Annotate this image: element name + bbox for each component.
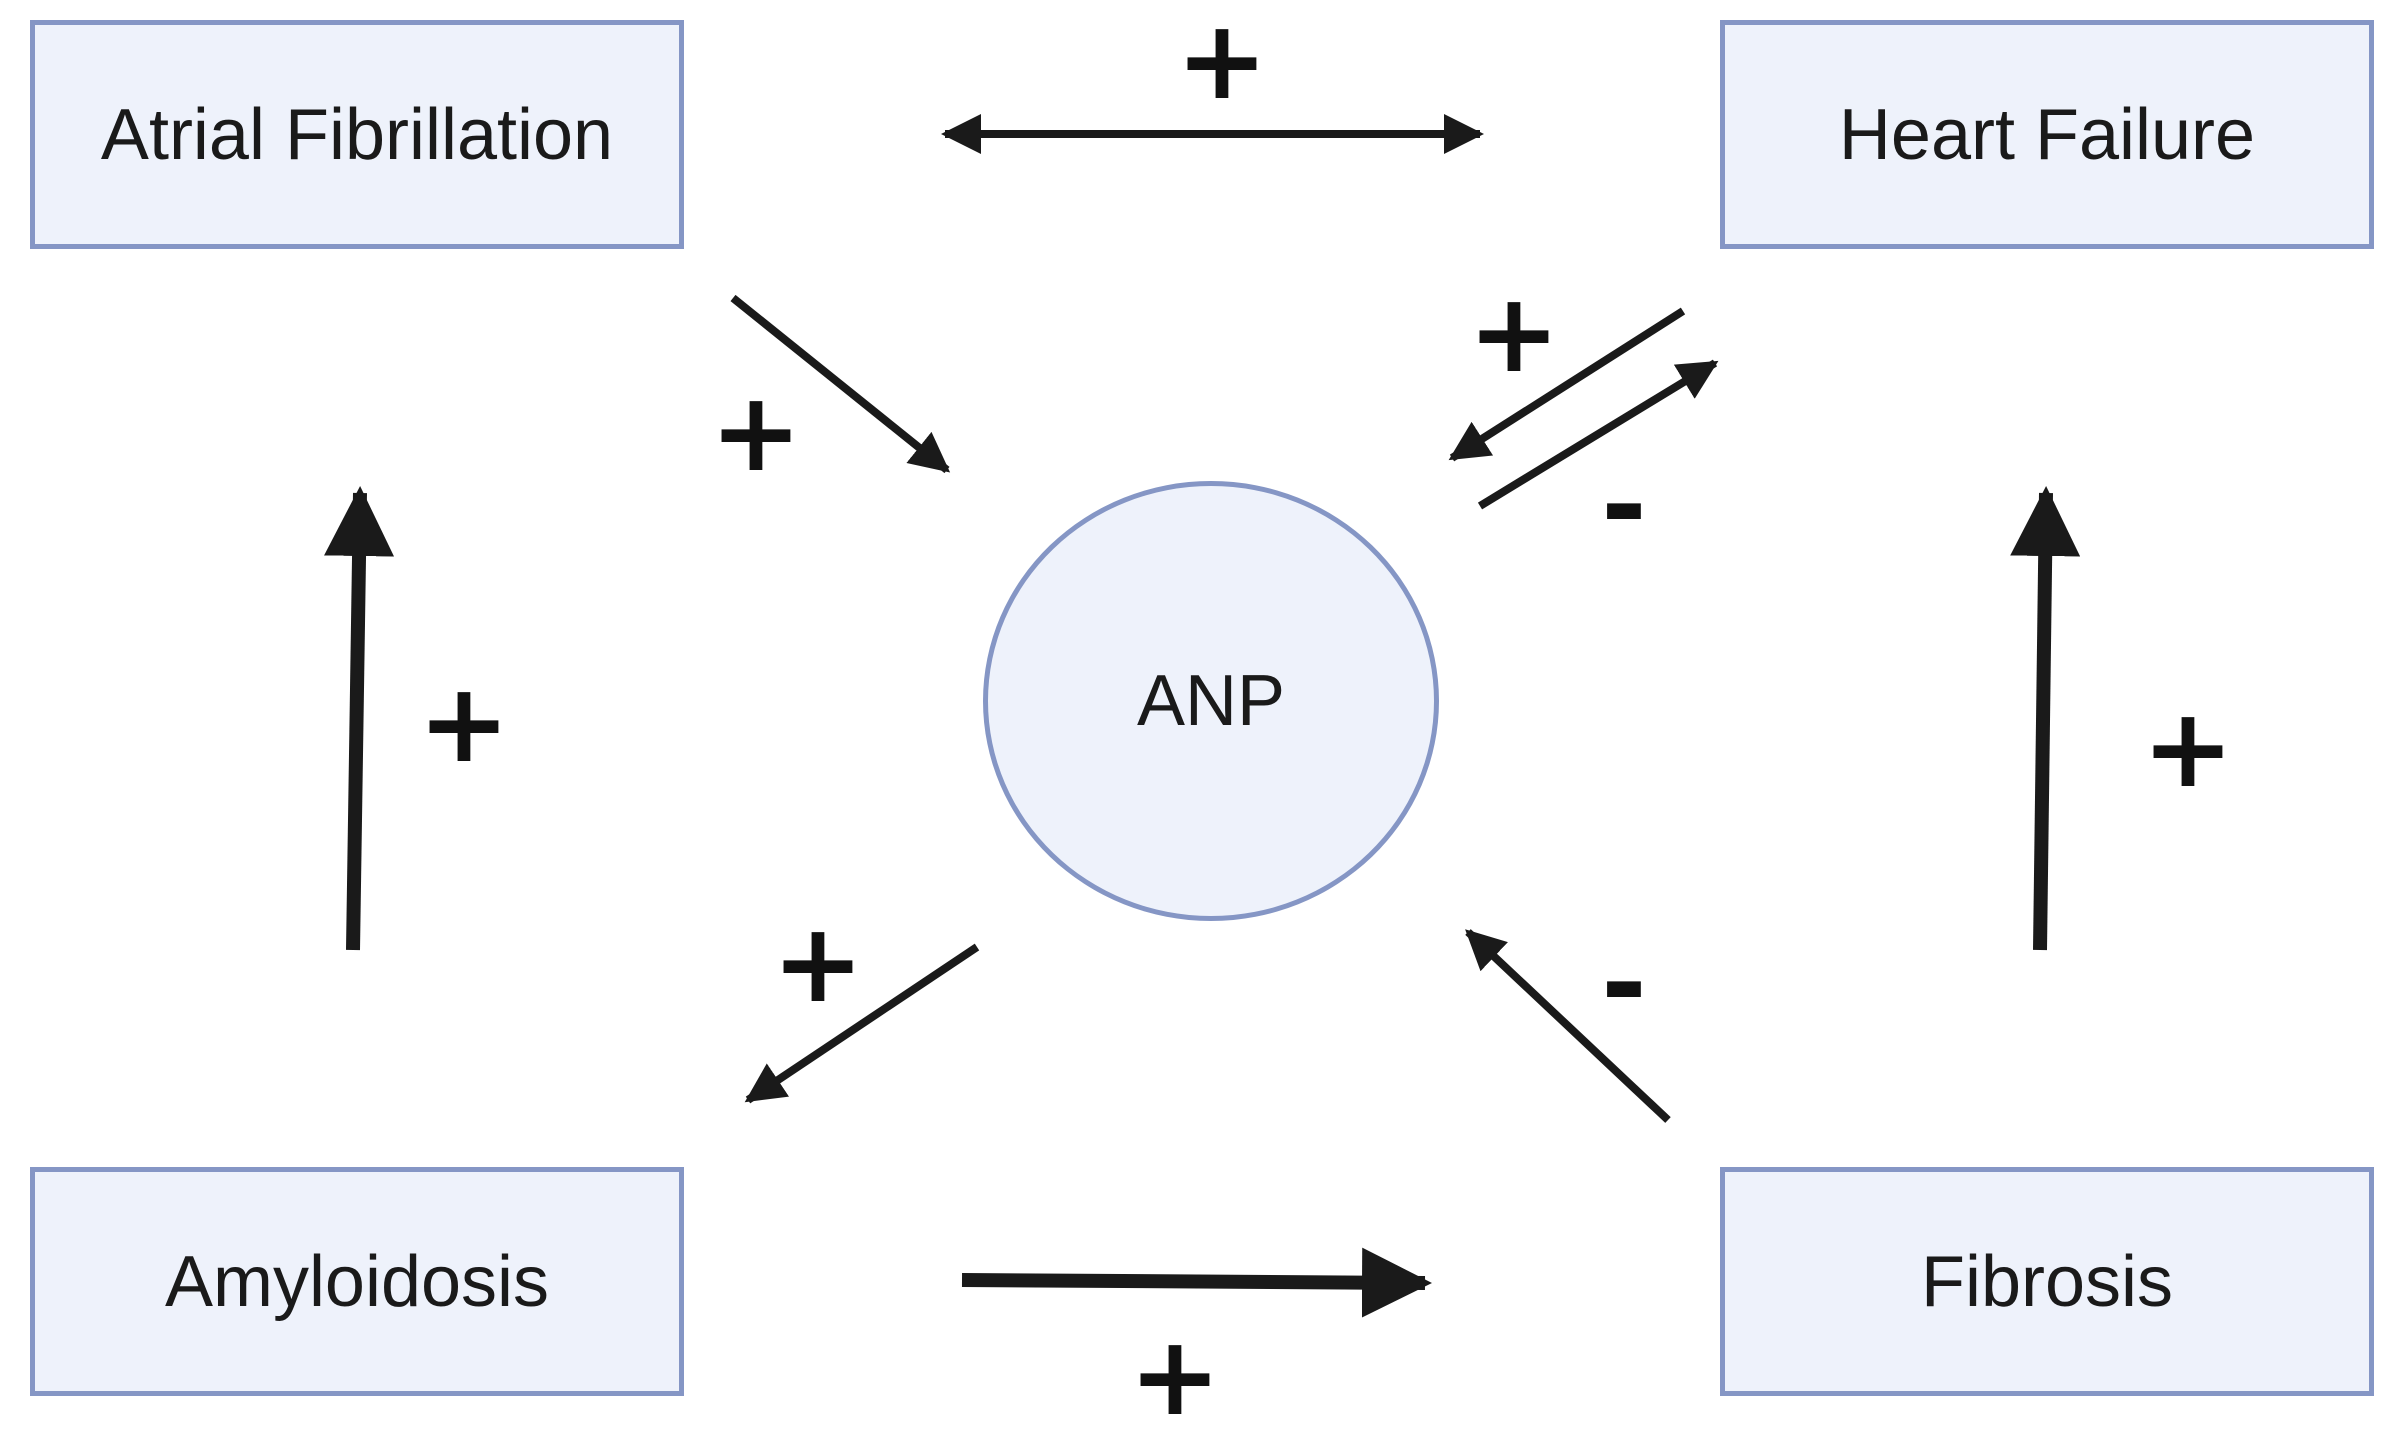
node-heart-failure: Heart Failure <box>1720 20 2374 249</box>
node-atrial-fibrillation: Atrial Fibrillation <box>30 20 684 249</box>
sign-amyloidosis-to-fibrosis: + <box>1128 1312 1222 1440</box>
sign-af-hf: + <box>1175 0 1269 124</box>
sign-fibrosis-to-hf: + <box>2141 684 2235 812</box>
sign-af-to-anp: + <box>709 368 803 496</box>
arrow-anp-to-hf <box>1477 359 1719 510</box>
node-label: ANP <box>1136 661 1286 741</box>
node-label: Heart Failure <box>1838 94 2256 175</box>
node-amyloidosis: Amyloidosis <box>30 1167 684 1396</box>
arrow-hf-to-anp <box>1448 307 1686 462</box>
node-label: Amyloidosis <box>164 1241 550 1322</box>
arrow-amyloidosis-to-af <box>324 486 395 951</box>
arrow-af-to-anp <box>730 294 951 474</box>
sign-anp-to-amyloidosis: + <box>771 899 865 1027</box>
node-fibrosis: Fibrosis <box>1720 1167 2374 1396</box>
sign-anp-to-hf: - <box>1601 441 1647 569</box>
sign-hf-to-anp: + <box>1467 269 1561 397</box>
arrow-fibrosis-to-anp <box>1465 929 1671 1123</box>
node-anp: ANP <box>983 481 1439 921</box>
arrow-fibrosis-to-hf <box>2010 486 2081 951</box>
node-label: Atrial Fibrillation <box>100 94 614 175</box>
sign-fibrosis-to-anp: - <box>1601 919 1647 1047</box>
arrow-anp-to-amyloidosis <box>744 943 980 1104</box>
sign-amyloidosis-to-af: + <box>417 659 511 787</box>
node-label: Fibrosis <box>1920 1241 2174 1322</box>
arrow-amyloidosis-to-fibrosis <box>961 1247 1432 1318</box>
